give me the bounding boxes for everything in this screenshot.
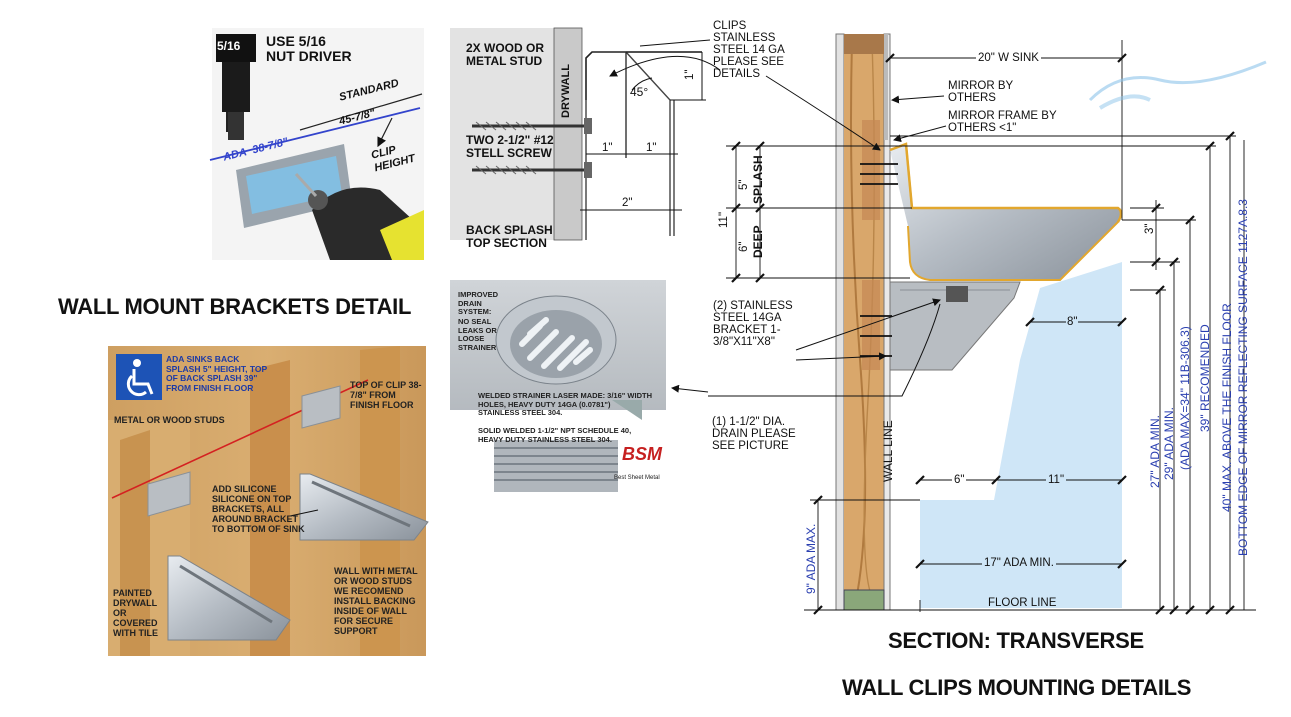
install-drywall: PAINTED DRYWALL OR COVERED WITH TILE (113, 588, 158, 638)
install-ada-note: ADA SINKS BACK SPLASH 5" HEIGHT, TOP OF … (166, 354, 268, 393)
section-ada-34: (ADA MAX=34" 11B-306.3) (1178, 326, 1192, 470)
section-max-40: 40" MAX. ABOVE THE FINISH FLOOR (1220, 303, 1234, 512)
section-dim-6: 6" (952, 474, 967, 486)
section-mirror-frame: MIRROR FRAME BY OTHERS <1" (948, 110, 1057, 134)
drain-logo: BSM (622, 444, 662, 464)
transverse-section (609, 33, 1267, 615)
splash-angle-label: 45° (630, 85, 649, 99)
drain-no-seal: NO SEAL LEAKS OR LOOSE STRAINER (458, 317, 497, 352)
section-wall-line: WALL LINE (881, 420, 895, 482)
section-dim-17: 17" ADA MIN. (982, 557, 1056, 569)
section-dim-8: 8" (1066, 316, 1079, 328)
clips-mount-title: WALL CLIPS MOUNTING DETAILS (842, 675, 1192, 700)
section-deep-dim: 6" (738, 241, 750, 252)
wheelchair-icon (116, 354, 162, 400)
drain-improved: IMPROVED DRAIN SYSTEM: (458, 290, 499, 316)
section-rim-dim: 3" (1144, 223, 1156, 234)
drain-welded: WELDED STRAINER LASER MADE: 3/16" WIDTH … (478, 391, 652, 417)
driver-size-label: 5/16 (217, 39, 241, 53)
section-dim-11: 11" (1046, 474, 1067, 486)
splash-screws-label: TWO 2-1/2" #12 STELL SCREW (466, 133, 554, 160)
drain-photo (450, 280, 666, 492)
back-splash-section (450, 27, 711, 241)
section-mirror: MIRROR BY OTHERS (948, 80, 1013, 104)
install-silicone: ADD SILICONE SILICONE ON TOP BRACKETS, A… (212, 484, 305, 534)
screw-top (472, 118, 592, 134)
section-splash-label: SPLASH (751, 155, 765, 204)
section-clips-note: CLIPS STAINLESS STEEL 14 GA PLEASE SEE D… (713, 20, 785, 80)
section-deep-label: DEEP (751, 225, 765, 258)
splash-title: BACK SPLASH TOP SECTION (466, 223, 553, 250)
screw-bottom (472, 162, 592, 178)
section-sink-width: 20" W SINK (976, 52, 1041, 64)
install-studs: METAL OR WOOD STUDS (114, 415, 225, 425)
section-mirror-edge: BOTTOM EDGE OF MIRROR REFLECTING SURFACE… (1236, 199, 1250, 556)
splash-drywall-label: DRYWALL (560, 64, 572, 118)
section-bracket-note: (2) STAINLESS STEEL 14GA BRACKET 1-3/8"X… (713, 300, 793, 348)
driver-title: USE 5/16 NUT DRIVER (266, 33, 352, 64)
drain-solid: SOLID WELDED 1-1/2" NPT SCHEDULE 40, HEA… (478, 426, 632, 444)
splash-dim-1b: 1" (646, 142, 657, 154)
install-wall-note: WALL WITH METAL OR WOOD STUDS WE RECOMEN… (334, 566, 418, 636)
section-splash-dim: 5" (738, 179, 750, 190)
section-rec-39: 39" RECOMENDED (1198, 324, 1212, 432)
splash-dim-1c: 1" (684, 69, 696, 80)
section-total-dim: 11" (718, 211, 730, 228)
section-ada-min-27: 27" ADA MIN. (1148, 415, 1162, 488)
section-ada-max-9: 9" ADA MAX. (804, 523, 818, 594)
install-top-clip: TOP OF CLIP 38-7/8" FROM FINISH FLOOR (350, 380, 422, 410)
wall-mount-title: WALL MOUNT BRACKETS DETAIL (58, 294, 412, 319)
splash-dim-1a: 1" (602, 142, 613, 154)
section-drain-note: (1) 1-1/2" DIA. DRAIN PLEASE SEE PICTURE (712, 416, 796, 452)
splash-stud-label: 2X WOOD OR METAL STUD (466, 41, 545, 68)
section-ada-29: 29" ADA MIN. (1162, 407, 1176, 480)
section-floor-line: FLOOR LINE (988, 597, 1057, 609)
nut-driver-photo (209, 28, 424, 260)
splash-dim-2: 2" (622, 197, 633, 209)
drain-logo-sub: Best Sheet Metal (614, 475, 660, 481)
transverse-title: SECTION: TRANSVERSE (888, 628, 1144, 653)
